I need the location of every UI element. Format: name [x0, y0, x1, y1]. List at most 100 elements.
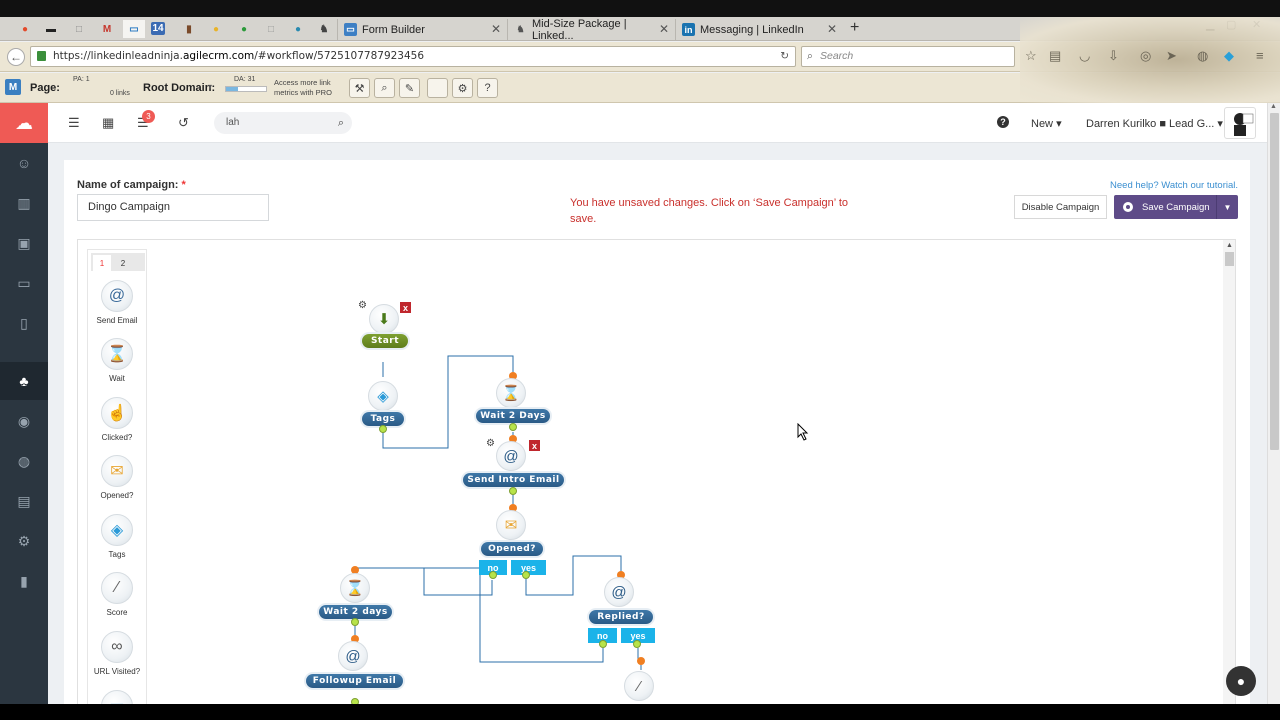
- branch-yes-button[interactable]: yes: [621, 628, 655, 643]
- score-icon[interactable]: ⁄: [624, 671, 654, 701]
- chevron-down-icon[interactable]: ▾: [208, 82, 213, 91]
- palette-tab-2[interactable]: 2: [120, 258, 126, 268]
- page-scrollbar[interactable]: ▲: [1267, 103, 1280, 707]
- companies-icon[interactable]: ▥: [17, 194, 31, 211]
- scroll-up-icon[interactable]: ▲: [1270, 103, 1277, 110]
- header-search-input[interactable]: lah ⌕: [214, 112, 352, 134]
- pinned-tab-book-icon[interactable]: ▮: [186, 23, 192, 35]
- output-connector[interactable]: [509, 487, 517, 495]
- close-tab-icon[interactable]: ✕: [826, 22, 837, 36]
- save-campaign-button[interactable]: Save Campaign ▼: [1114, 195, 1238, 219]
- page-scroll-thumb[interactable]: [1270, 113, 1279, 450]
- pocket-icon[interactable]: ◡: [1079, 48, 1091, 63]
- ext-blue-icon[interactable]: ◆: [1224, 48, 1234, 63]
- palette-item-wait[interactable]: ⌛ Wait: [88, 338, 146, 383]
- pinned-tab-figure-icon[interactable]: ♞: [319, 23, 329, 35]
- close-tab-icon[interactable]: ✕: [490, 22, 501, 36]
- tab-mid-size-package[interactable]: ♞ Mid-Size Package | Linked... ✕: [507, 18, 675, 42]
- pinned-tab-chrome-icon[interactable]: ●: [21, 23, 29, 35]
- user-menu[interactable]: Darren Kurilko ■ Lead G... ▾: [1086, 118, 1223, 130]
- new-menu[interactable]: New ▾: [1031, 118, 1062, 130]
- output-connector[interactable]: [522, 571, 530, 579]
- pro-note-line2[interactable]: metrics with PRO: [274, 88, 332, 97]
- pinned-tab-green-icon[interactable]: ●: [240, 23, 248, 35]
- chat-icon[interactable]: ◉: [17, 412, 31, 429]
- gear-icon[interactable]: ⚙: [452, 78, 473, 98]
- wrench-icon[interactable]: ⚒: [349, 78, 370, 98]
- palette-item-score[interactable]: ⁄ Score: [88, 572, 146, 617]
- node-replied[interactable]: Replied?: [589, 610, 653, 624]
- settings-cogs-icon[interactable]: ⚙: [17, 532, 31, 549]
- help-icon[interactable]: ?: [477, 78, 498, 98]
- menu-icon[interactable]: ≡: [1256, 48, 1264, 63]
- input-connector[interactable]: [351, 635, 359, 643]
- delete-node-icon[interactable]: x: [529, 440, 540, 451]
- node-opened[interactable]: Opened?: [481, 542, 543, 556]
- hourglass-icon[interactable]: ⌛: [340, 573, 370, 603]
- output-connector[interactable]: [633, 640, 641, 648]
- save-dropdown-chevron-icon[interactable]: ▼: [1216, 195, 1238, 219]
- designer-scroll-thumb[interactable]: [1225, 252, 1234, 266]
- pinned-tab-icon[interactable]: ▬: [46, 23, 56, 35]
- pinned-tab-emoji-icon[interactable]: ●: [212, 23, 220, 35]
- reading-list-icon[interactable]: ▤: [1049, 48, 1062, 63]
- input-connector[interactable]: [509, 372, 517, 380]
- output-connector[interactable]: [351, 618, 359, 626]
- avatar[interactable]: [1224, 107, 1256, 139]
- send-icon[interactable]: ➤: [1166, 48, 1177, 63]
- pinned-tab-active-icon[interactable]: ▭: [123, 20, 145, 38]
- agile-cloud-logo-icon[interactable]: ☁: [0, 103, 48, 143]
- contacts-icon[interactable]: ☺: [16, 155, 32, 171]
- magnify-icon[interactable]: ⌕: [374, 78, 395, 98]
- palette-tab-1[interactable]: 1: [93, 255, 111, 271]
- calendar-icon[interactable]: ▦: [102, 115, 115, 130]
- web-globe-icon[interactable]: ◍: [17, 452, 31, 469]
- pinned-tab-globe-icon[interactable]: ●: [294, 23, 302, 35]
- extension-icon[interactable]: ◎: [1140, 48, 1152, 63]
- tag-icon[interactable]: ◈: [368, 381, 398, 411]
- address-bar[interactable]: https://linkedinleadninja.agilecrm.com/#…: [30, 46, 796, 67]
- palette-item-clicked[interactable]: ☝ Clicked?: [88, 397, 146, 442]
- palette-item-url-visited[interactable]: ∞ URL Visited?: [88, 631, 146, 676]
- pencil-icon[interactable]: ✎: [399, 78, 420, 98]
- start-arrow-icon[interactable]: ⬇: [369, 304, 399, 334]
- envelope-icon[interactable]: ✉: [496, 510, 526, 540]
- chat-support-icon[interactable]: ●: [1226, 666, 1256, 696]
- branch-yes-button[interactable]: yes: [511, 560, 546, 575]
- pinned-tab-gmail-icon[interactable]: M: [102, 23, 112, 35]
- node-wait-2-days-followup[interactable]: Wait 2 days: [319, 605, 392, 619]
- search-icon[interactable]: ⌕: [337, 117, 344, 129]
- node-start[interactable]: Start: [362, 334, 408, 348]
- scroll-up-icon[interactable]: ▲: [1226, 242, 1233, 249]
- tasks-icon[interactable]: ☰: [137, 115, 149, 130]
- download-icon[interactable]: ⇩: [1108, 48, 1119, 63]
- deals-icon[interactable]: ▣: [17, 234, 31, 251]
- back-icon[interactable]: ←: [7, 48, 25, 66]
- at-icon[interactable]: @: [496, 441, 526, 471]
- pinned-tab-calendar-icon[interactable]: 14: [151, 22, 165, 35]
- document-icon[interactable]: ▯: [20, 314, 28, 331]
- node-wait-2-days[interactable]: Wait 2 Days: [476, 409, 550, 423]
- new-tab-icon[interactable]: +: [850, 19, 860, 36]
- node-send-intro-email[interactable]: Send Intro Email: [463, 473, 564, 487]
- help-icon[interactable]: ?: [997, 116, 1009, 128]
- reports-chart-icon[interactable]: ▮: [20, 572, 28, 589]
- output-connector[interactable]: [509, 423, 517, 431]
- tutorial-link[interactable]: Need help? Watch our tutorial.: [1110, 180, 1238, 191]
- documents-folder-icon[interactable]: ▭: [17, 274, 31, 291]
- reload-icon[interactable]: ↻: [780, 50, 789, 62]
- bookmark-star-icon[interactable]: ☆: [1025, 48, 1037, 63]
- palette-item-send-email[interactable]: @ Send Email: [88, 280, 146, 325]
- tab-form-builder[interactable]: ▭ Form Builder ✕: [337, 19, 507, 41]
- pinned-tab-blank-icon[interactable]: □: [75, 23, 83, 35]
- blank-square-icon[interactable]: [427, 78, 448, 98]
- close-tab-icon[interactable]: ✕: [658, 22, 669, 36]
- at-icon[interactable]: @: [338, 641, 368, 671]
- palette-item-opened[interactable]: ✉ Opened?: [88, 455, 146, 500]
- node-settings-gear-icon[interactable]: ⚙: [358, 300, 367, 311]
- node-followup-email[interactable]: Followup Email: [306, 674, 403, 688]
- branch-no-button[interactable]: no: [479, 560, 507, 575]
- branch-no-button[interactable]: no: [588, 628, 617, 643]
- input-connector[interactable]: [351, 566, 359, 574]
- tab-messaging-linkedin[interactable]: in Messaging | LinkedIn ✕: [675, 19, 843, 41]
